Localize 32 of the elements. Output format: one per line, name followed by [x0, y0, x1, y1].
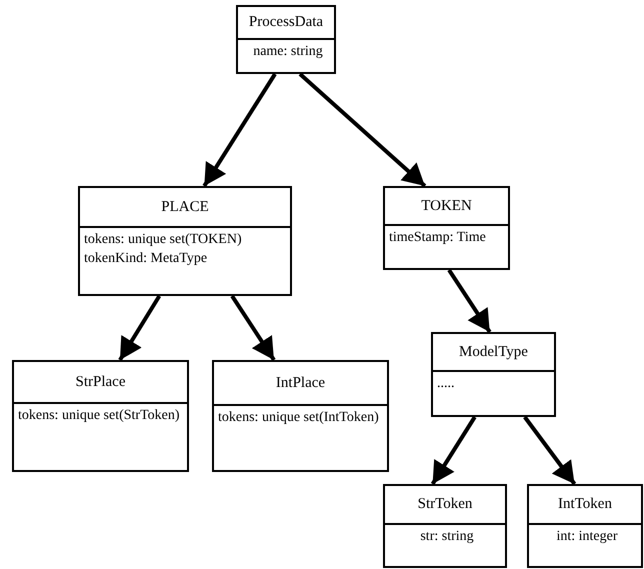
class-name: StrToken	[418, 495, 472, 514]
class-box	[78, 186, 292, 296]
arrow	[447, 268, 492, 334]
class-box	[383, 484, 507, 568]
class-name: StrPlace	[76, 372, 126, 392]
arrow	[230, 294, 276, 362]
class-attribute: str: string	[420, 529, 474, 546]
class-name: ModelType	[459, 342, 528, 362]
class-name: PLACE	[161, 198, 209, 216]
class-box	[212, 360, 389, 472]
class-name: ProcessData	[248, 13, 324, 32]
class-attribute: name: string	[253, 44, 323, 61]
class-attribute: tokens: unique set(TOKEN)	[84, 232, 242, 249]
class-attribute: timeStamp: Time	[389, 230, 486, 247]
class-box	[236, 5, 336, 74]
class-box	[383, 186, 510, 270]
class-name: IntPlace	[276, 374, 326, 392]
class-name: TOKEN	[421, 196, 472, 216]
arrow	[118, 294, 162, 362]
class-attribute: int: integer	[556, 529, 618, 546]
arrow	[430, 416, 476, 486]
class-box	[12, 360, 189, 472]
arrow	[523, 416, 576, 486]
class-box	[527, 484, 643, 568]
class-attribute: .....	[437, 376, 454, 393]
class-box	[431, 332, 556, 417]
class-attribute: tokenKind: MetaType	[84, 250, 208, 268]
class-attribute: tokens: unique set(IntToken)	[218, 410, 379, 427]
arrow	[202, 72, 277, 188]
class-attribute: tokens: unique set(StrToken)	[18, 408, 180, 425]
arrow	[298, 72, 426, 188]
class-name: IntToken	[558, 495, 612, 514]
